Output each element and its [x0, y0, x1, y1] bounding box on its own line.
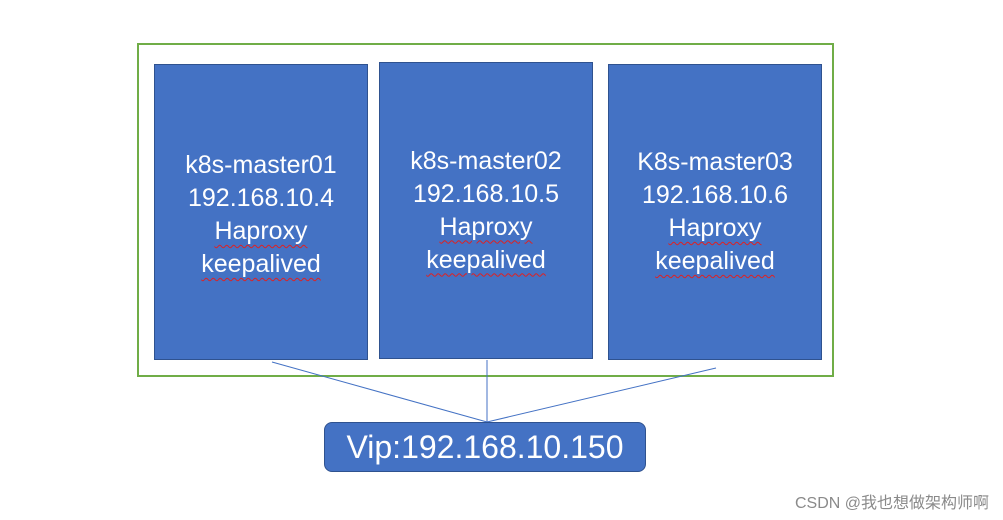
vip-box: Vip:192.168.10.150: [324, 422, 646, 472]
master-node-3: K8s-master03 192.168.10.6 Haproxy keepal…: [608, 64, 822, 360]
node-hostname: k8s-master02: [410, 146, 562, 175]
csdn-watermark: CSDN @我也想做架构师啊: [794, 495, 989, 512]
node-service-keepalived: keepalived: [201, 250, 321, 278]
node-ip: 192.168.10.6: [642, 181, 788, 209]
master-node-1: k8s-master01 192.168.10.4 Haproxy keepal…: [154, 64, 368, 360]
node-service-haproxy: Haproxy: [439, 212, 533, 241]
vip-label: Vip:192.168.10.150: [346, 428, 624, 465]
node-service-keepalived: keepalived: [426, 245, 546, 274]
node-ip: 192.168.10.5: [413, 179, 559, 208]
node-hostname: K8s-master03: [637, 148, 793, 176]
master-node-2: k8s-master02 192.168.10.5 Haproxy keepal…: [379, 62, 593, 359]
node-service-haproxy: Haproxy: [668, 214, 762, 242]
node-ip: 192.168.10.4: [188, 184, 334, 212]
node-service-haproxy: Haproxy: [214, 217, 308, 245]
node-service-keepalived: keepalived: [655, 247, 775, 275]
node-hostname: k8s-master01: [185, 151, 337, 179]
